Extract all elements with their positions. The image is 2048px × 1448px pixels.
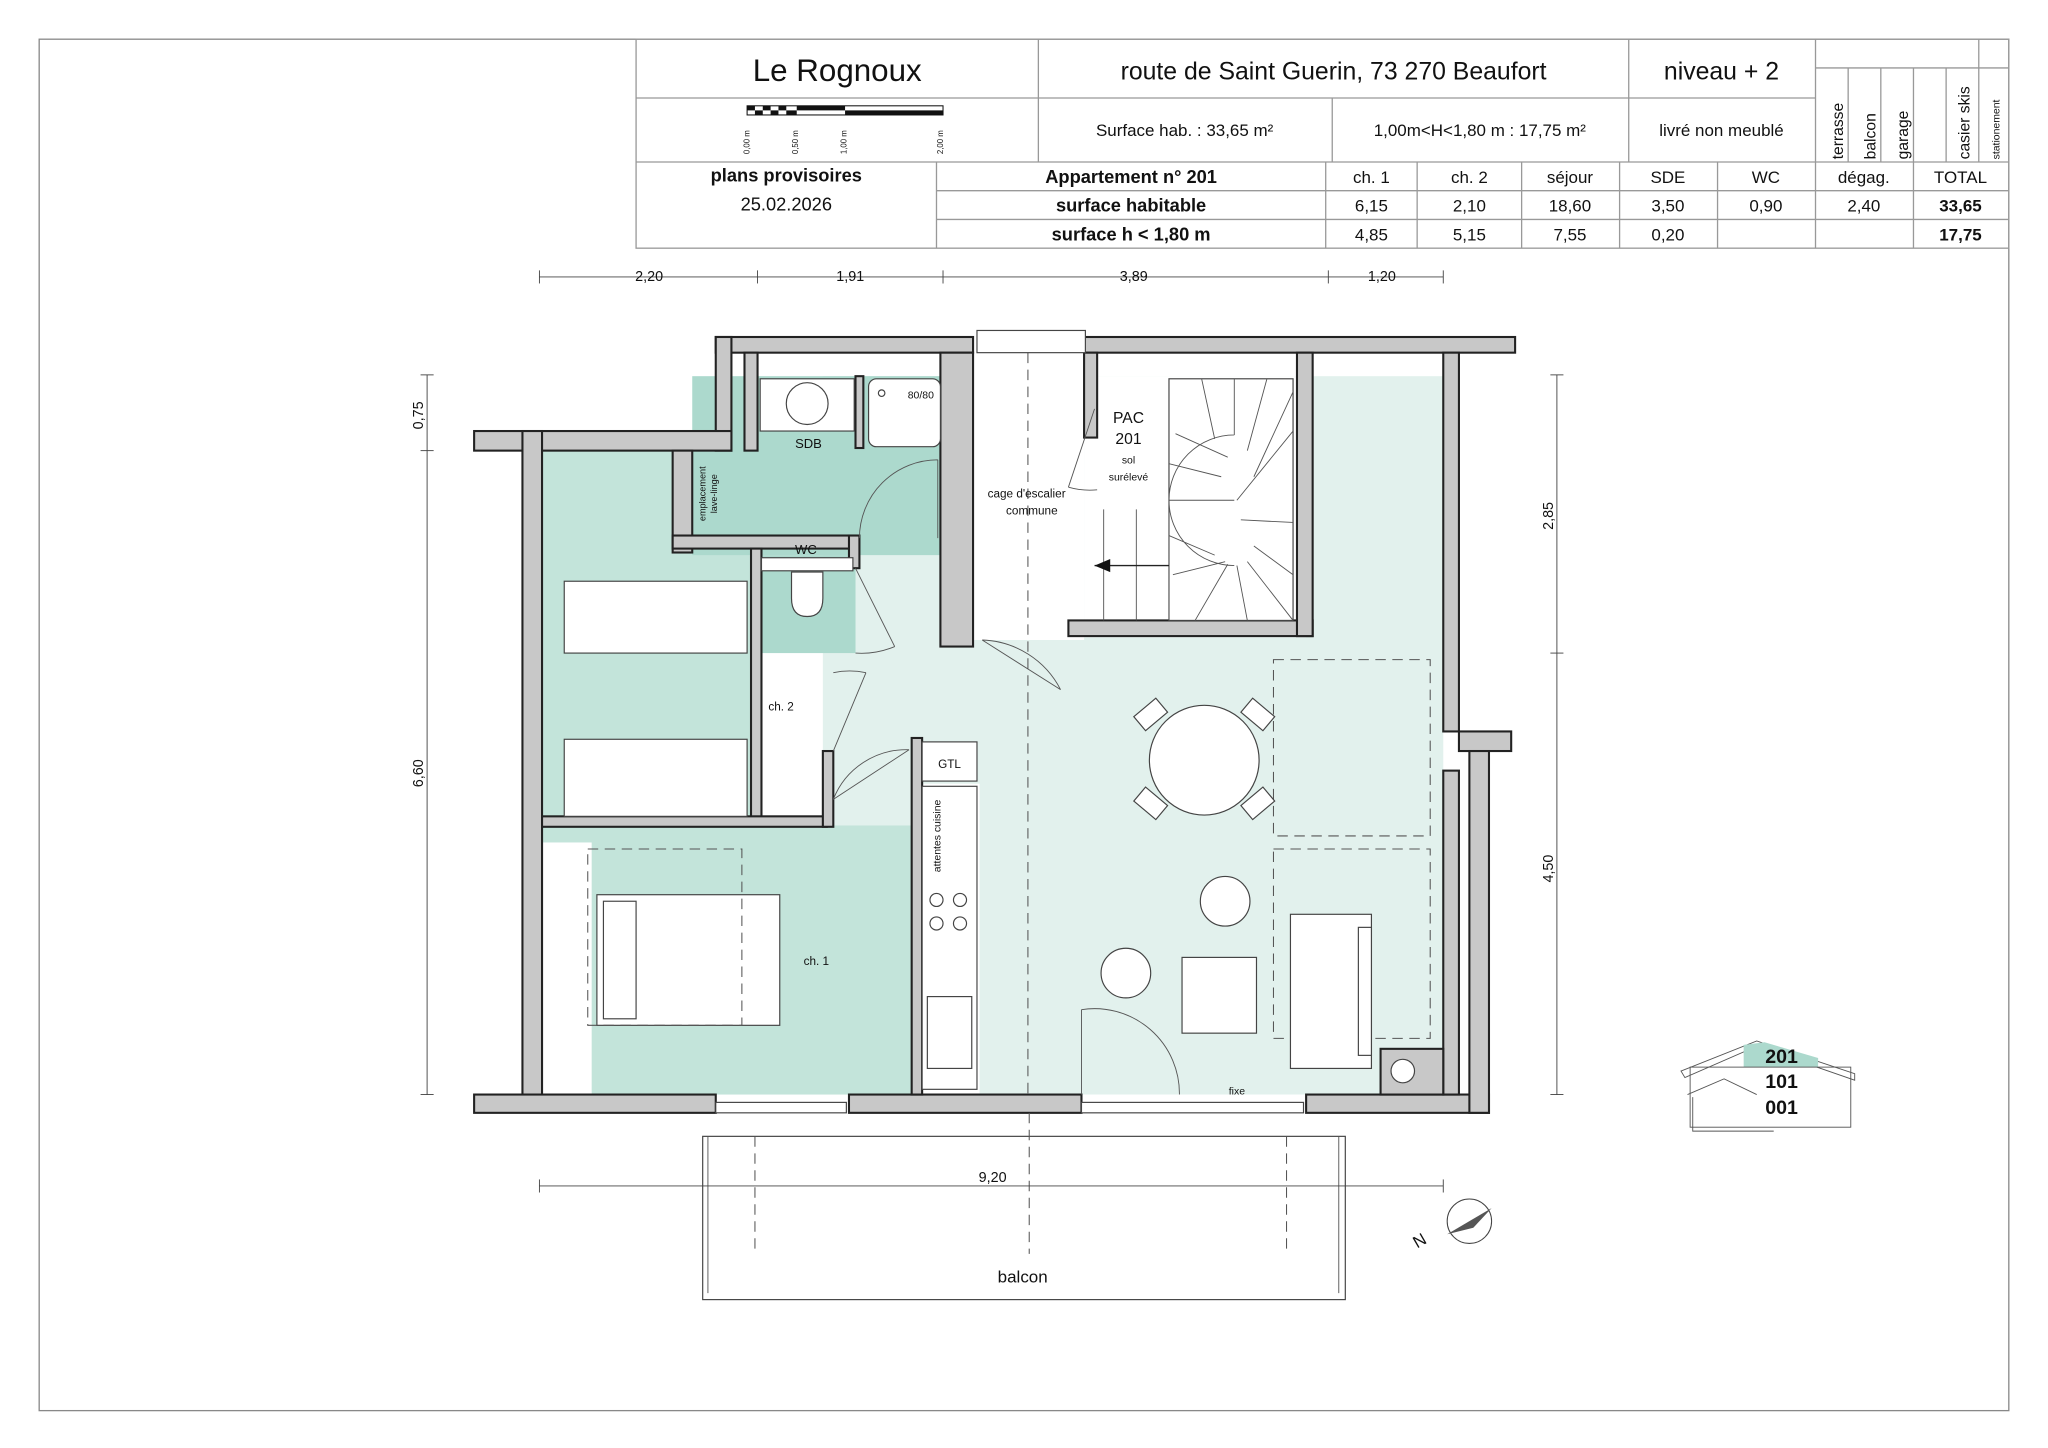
shower-tray-icon: [867, 378, 941, 448]
room-label-ch2: ch. 2: [768, 701, 793, 714]
col-header: WC: [1752, 168, 1780, 187]
pac-label: sol: [1122, 456, 1135, 467]
cell: 7,55: [1553, 225, 1586, 244]
dining-table: [1148, 704, 1260, 816]
door-swing-sdb: [858, 459, 939, 539]
level-101: 101: [1765, 1071, 1798, 1093]
stairwell-label: commune: [1006, 505, 1058, 518]
cell: 3,50: [1651, 197, 1684, 216]
dimension-label: 6,60: [411, 759, 427, 787]
apartment-number: Appartement n° 201: [1045, 166, 1217, 187]
scale-bar: 0,00 m 0,50 m 1,00 m 2,00 m: [743, 105, 945, 154]
low-height-surface: 1,00m<H<1,80 m : 17,75 m²: [1374, 121, 1587, 140]
plan-status: plans provisoires: [711, 165, 862, 186]
shower-size-label: 80/80: [908, 390, 934, 401]
balcony: [702, 1112, 1346, 1301]
kitchen: [921, 741, 978, 1090]
fixtures: [563, 329, 1431, 1301]
dimension-label: 3,89: [1120, 269, 1148, 285]
beds: [563, 580, 781, 1026]
sink-icon: [926, 996, 973, 1070]
annex-balcon: balcon: [1863, 113, 1880, 159]
toilet-icon: [790, 571, 824, 618]
project-address: route de Saint Guerin, 73 270 Beaufort: [1121, 59, 1547, 86]
room-label-wc: WC: [795, 542, 817, 557]
level-001: 001: [1765, 1097, 1798, 1119]
pac-label: 201: [1115, 431, 1141, 448]
col-header: ch. 1: [1353, 168, 1390, 187]
cell: 2,40: [1847, 197, 1880, 216]
door-swing-wc: [855, 567, 896, 654]
scale-label: 0,00 m: [743, 130, 752, 154]
floor-stairwell: [973, 352, 1085, 641]
walls: [473, 335, 1517, 1114]
cell: 18,60: [1549, 197, 1591, 216]
room-label-ch1: ch. 1: [804, 955, 829, 968]
dimension-label: 1,91: [836, 269, 864, 285]
dimension-label: 0,75: [411, 401, 427, 429]
pac-label: PAC: [1113, 410, 1144, 427]
room-labels: SDB WC 80/80 emplacement lave-linge cage…: [697, 390, 1245, 1286]
room-label-sdb: SDB: [795, 436, 822, 451]
cell: 5,15: [1453, 225, 1486, 244]
door-swing-ch1: [832, 749, 910, 800]
cell: 4,85: [1355, 225, 1388, 244]
annex-casier-skis: casier skis: [1957, 86, 1974, 159]
col-header: dégag.: [1838, 168, 1890, 187]
door-swing-entry: [1081, 1008, 1180, 1095]
level-indicator: 201 101 001: [1680, 1040, 1856, 1132]
dimension-label: 2,85: [1541, 502, 1557, 530]
cell-total: 17,75: [1939, 225, 1981, 244]
door-swing-pac: [1067, 408, 1098, 491]
room-label-balcony: balcon: [998, 1268, 1048, 1287]
cell-total: 33,65: [1939, 197, 1981, 216]
kitchen-label: attentes cuisine: [932, 799, 943, 872]
level-label: niveau + 2: [1664, 59, 1779, 86]
col-header: ch. 2: [1451, 168, 1488, 187]
dimension-label: 2,20: [635, 269, 663, 285]
scale-label: 2,00 m: [936, 130, 945, 154]
door-swing-ch2: [832, 670, 867, 752]
project-title: Le Rognoux: [753, 53, 922, 88]
scale-label: 1,00 m: [839, 130, 848, 154]
laundry-label: emplacement: [697, 466, 707, 521]
stairwell-label: cage d'escalier: [988, 488, 1066, 501]
door-swing-stair: [981, 639, 1061, 691]
furnishing-status: livré non meublé: [1659, 121, 1784, 140]
area-table: ch. 1 ch. 2 séjour SDE WC dégag. TOTAL 6…: [1353, 168, 1987, 244]
dimension-lines: 2,20 1,91 3,89 1,20 0,75 6,60 2,85 4,50 …: [411, 269, 1564, 1193]
dimension-label: 9,20: [979, 1170, 1007, 1186]
cell: 0,20: [1651, 225, 1684, 244]
cell: 0,90: [1749, 197, 1782, 216]
laundry-label: lave-linge: [709, 474, 719, 513]
living-furniture: [1100, 659, 1431, 1084]
washbasin-icon: [785, 382, 829, 426]
dimension-label: 4,50: [1541, 855, 1557, 883]
col-header: SDE: [1650, 168, 1685, 187]
row-label: surface habitable: [1056, 195, 1206, 216]
gtl-label: GTL: [938, 758, 961, 771]
staircase: [1094, 378, 1294, 622]
annex-terrasse: terrasse: [1830, 103, 1847, 160]
cell: 6,15: [1355, 197, 1388, 216]
col-header: séjour: [1547, 168, 1594, 187]
level-201: 201: [1765, 1046, 1798, 1068]
title-block: Le Rognoux route de Saint Guerin, 73 270…: [635, 38, 2010, 249]
annex-stationement: stationement: [1992, 100, 2003, 160]
col-header: TOTAL: [1934, 168, 1987, 187]
cell: 2,10: [1453, 197, 1486, 216]
surface-hab: Surface hab. : 33,65 m²: [1096, 121, 1274, 140]
fixed-window-label: fixe: [1229, 1087, 1245, 1098]
scale-label: 0,50 m: [791, 130, 800, 154]
plan-date: 25.02.2026: [741, 193, 832, 214]
stair-direction-arrow-icon: [1094, 559, 1111, 573]
pac-label: surélevé: [1109, 473, 1149, 484]
north-label: N: [1410, 1230, 1430, 1253]
floor-ch1-low: [542, 842, 592, 1095]
annex-garage: garage: [1895, 110, 1912, 159]
row-label: surface h < 1,80 m: [1052, 223, 1211, 244]
dimension-label: 1,20: [1368, 269, 1396, 285]
north-compass-icon: N: [1410, 1198, 1493, 1253]
